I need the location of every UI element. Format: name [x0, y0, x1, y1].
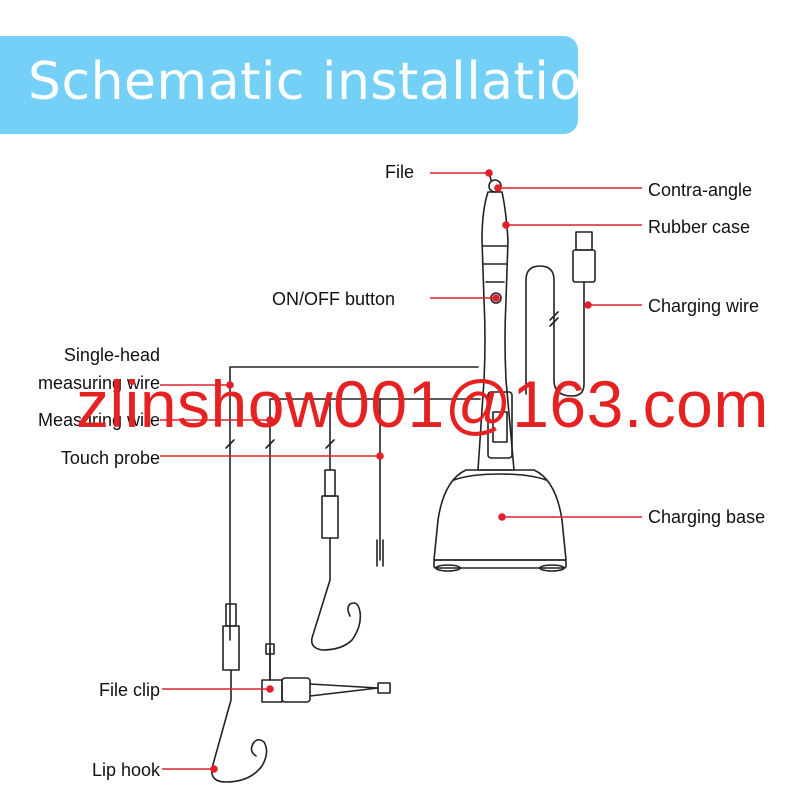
leader-rubber-case — [502, 221, 642, 229]
leader-measuring-wire — [160, 416, 274, 424]
leader-charging-base — [498, 513, 642, 521]
measuring-wires — [225, 366, 481, 681]
file-clip — [261, 643, 391, 703]
label-on-off-button: ON/OFF button — [272, 289, 396, 309]
label-single-head-line1: Single-head — [63, 345, 160, 365]
touch-probe — [376, 423, 384, 567]
label-charging-base: Charging base — [648, 507, 766, 527]
label-file-clip: File clip — [98, 680, 160, 700]
leader-charging-wire — [584, 301, 642, 309]
leader-single-head — [160, 381, 234, 389]
label-file: File — [385, 162, 415, 182]
label-measuring-wire: Measuring wire — [37, 410, 160, 430]
leader-lip-hook — [162, 765, 218, 773]
label-rubber-case: Rubber case — [648, 217, 751, 237]
charging-wire — [525, 231, 596, 397]
page-title: Schematic installation — [28, 52, 616, 112]
label-lip-hook: Lip hook — [91, 760, 160, 780]
label-contra-angle: Contra-angle — [648, 180, 753, 200]
watermark: zlinshow001@163.com — [76, 367, 769, 441]
label-touch-probe: Touch probe — [60, 448, 160, 468]
title-banner — [0, 36, 578, 134]
leader-touch-probe — [160, 452, 384, 460]
upper-lip-hook — [310, 469, 362, 651]
leader-file — [430, 169, 493, 177]
leader-contra-angle — [494, 184, 642, 192]
label-single-head-line2: measuring wire — [37, 373, 160, 393]
lip-hook — [210, 603, 268, 783]
leader-file-clip — [162, 685, 274, 693]
leader-on-off — [430, 294, 500, 302]
label-charging-wire: Charging wire — [648, 296, 760, 316]
charging-base — [433, 391, 567, 572]
